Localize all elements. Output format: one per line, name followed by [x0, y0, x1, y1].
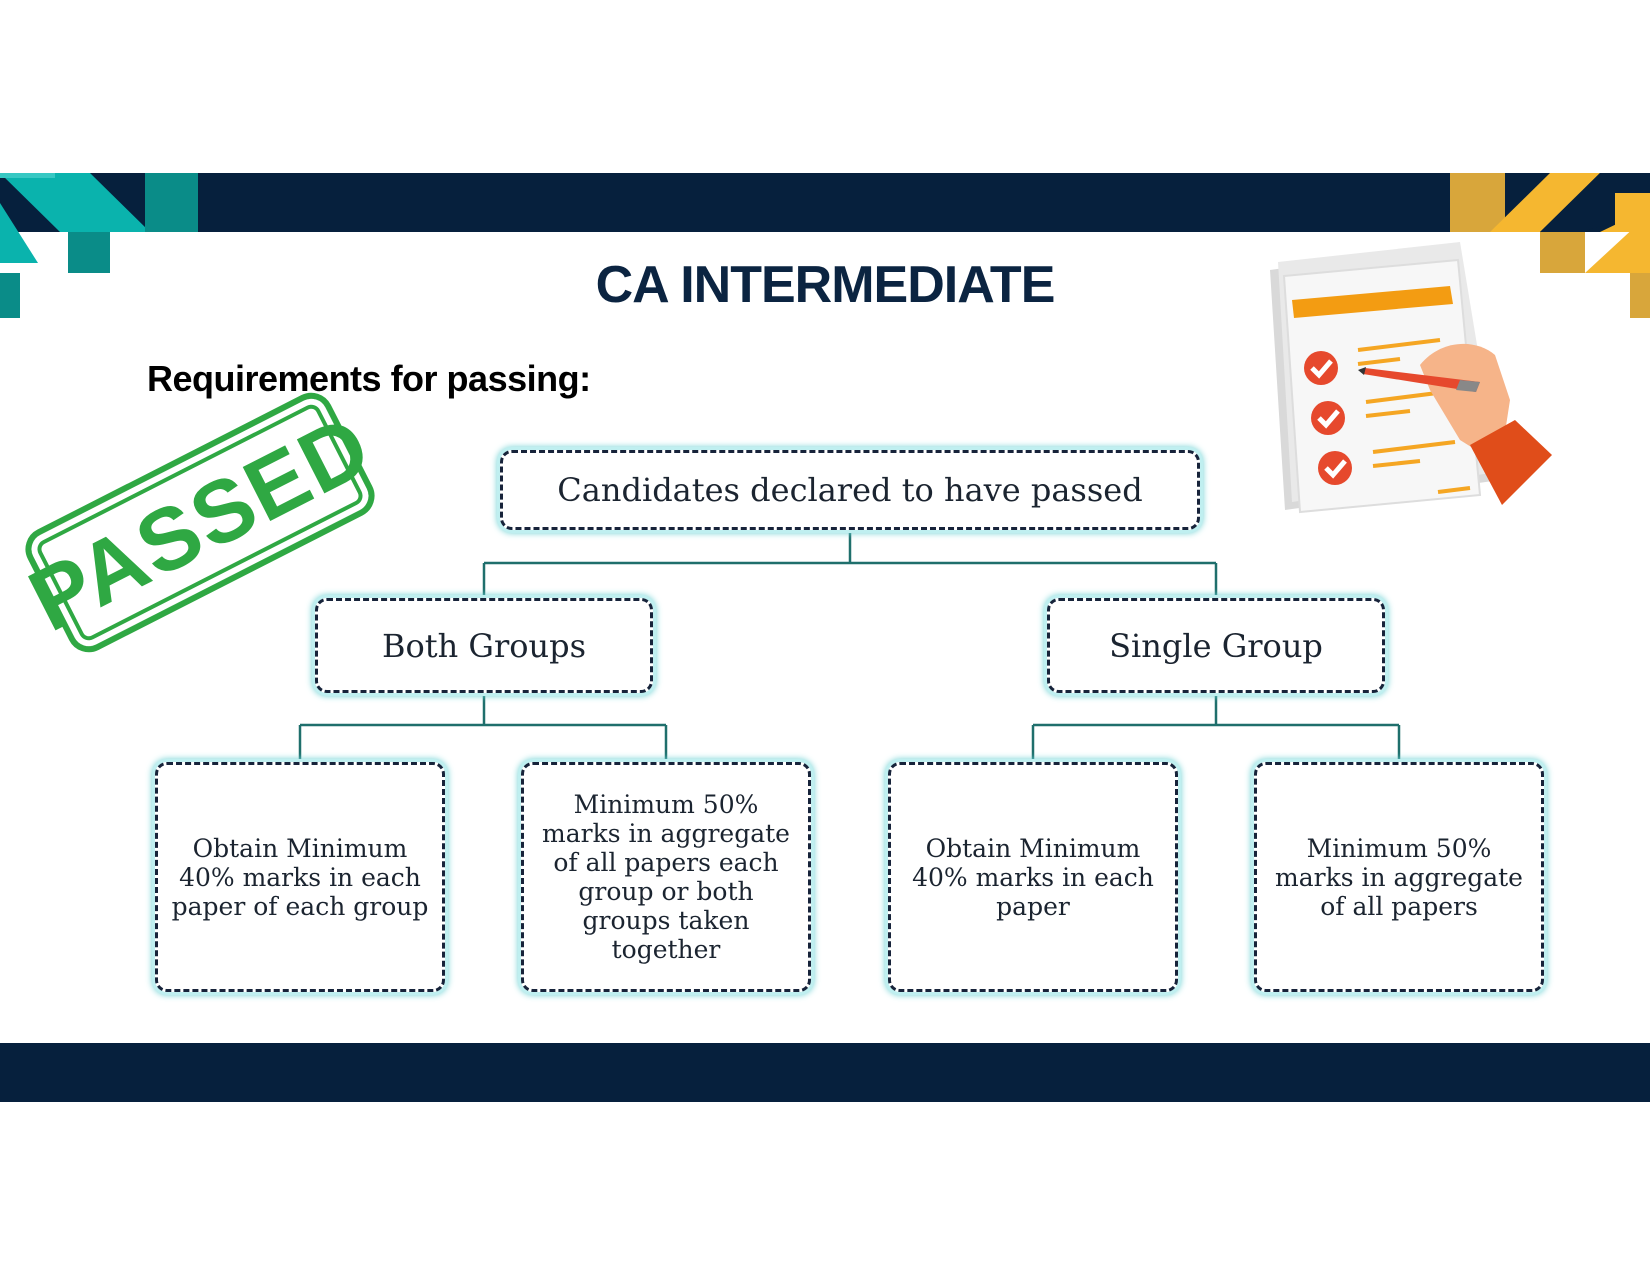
leaf-text-line: group or both — [578, 877, 754, 906]
slide-title: CA INTERMEDIATE — [595, 256, 1056, 314]
leaf-text-line: groups taken — [582, 906, 750, 935]
pen-hand-icon — [1358, 343, 1552, 505]
leaf-text-line: Minimum 50% — [573, 790, 759, 819]
leaf-text-line: Obtain Minimum — [925, 833, 1141, 863]
leaf-text-line: Obtain Minimum — [192, 833, 408, 863]
leaf-node-both-min-50: Minimum 50% marks in aggregate of all pa… — [521, 762, 811, 992]
leaf-text-line: Minimum 50% — [1306, 833, 1492, 863]
leaf-text-line: paper — [996, 891, 1070, 921]
leaf-text-line: marks in aggregate — [1275, 862, 1523, 892]
check-icon — [1318, 451, 1352, 485]
check-icon — [1304, 351, 1338, 385]
branch-node-label: Both Groups — [381, 626, 587, 665]
top-band — [0, 173, 1650, 232]
root-node: Candidates declared to have passed — [500, 450, 1200, 530]
leaf-text-line: marks in aggregate — [542, 819, 790, 848]
root-node-label: Candidates declared to have passed — [557, 471, 1143, 509]
branch-node-both-groups: Both Groups — [315, 598, 653, 693]
leaf-node-both-min-40: Obtain Minimum 40% marks in each paper o… — [155, 762, 445, 992]
leaf-node-single-min-40: Obtain Minimum 40% marks in each paper — [888, 762, 1178, 992]
leaf-text-line: 40% marks in each — [912, 862, 1154, 892]
checklist-document-icon — [1270, 242, 1552, 514]
leaf-text-line: of all papers — [1320, 891, 1478, 921]
branch-node-single-group: Single Group — [1047, 598, 1385, 693]
leaf-node-single-min-50: Minimum 50% marks in aggregate of all pa… — [1254, 762, 1544, 992]
slide-subtitle: Requirements for passing: — [147, 358, 591, 399]
corner-decoration-left — [0, 173, 198, 318]
leaf-text-line: 40% marks in each — [179, 862, 421, 892]
bottom-band — [0, 1043, 1650, 1102]
leaf-text-line: together — [611, 935, 721, 964]
leaf-text-line: paper of each group — [171, 891, 429, 921]
leaf-text-line: of all papers each — [553, 848, 779, 877]
branch-node-label: Single Group — [1109, 626, 1323, 665]
corner-decoration-right — [1450, 173, 1650, 318]
check-icon — [1311, 401, 1345, 435]
